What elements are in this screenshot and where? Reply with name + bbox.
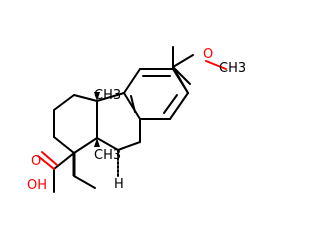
wedge (94, 138, 100, 147)
bond (96, 92, 125, 102)
bond (53, 136, 75, 154)
bond-carbonyl-second (41, 151, 58, 166)
hydroxyl-atom-label: OH (27, 178, 47, 193)
bond-hash (73, 175, 96, 189)
carbonyl-oxygen-label: O (31, 154, 41, 169)
bond (73, 137, 98, 154)
bond-double-inner (163, 94, 178, 114)
bond (123, 68, 141, 94)
molecule-canvas: O CH3 OH O H CH3 CH3 (27, 46, 247, 193)
methyl-wedges (72, 92, 100, 189)
bond (172, 66, 191, 85)
hydrogen-atom-label: H (114, 177, 124, 192)
bond (53, 152, 75, 170)
methyl-label: CH3 (94, 148, 121, 163)
bond (73, 94, 98, 102)
bond-o-methyl (205, 60, 227, 70)
bond (172, 66, 189, 94)
oxygen-atom-label: O (203, 47, 213, 62)
structure-diagram: O CH3 OH O H CH3 CH3 (27, 46, 246, 193)
side-group (172, 46, 227, 94)
bond (172, 54, 194, 68)
bond (117, 141, 141, 151)
methyl-label: CH3 (94, 88, 121, 103)
methyl-atom-label: CH3 (219, 61, 246, 76)
wedge (94, 92, 100, 101)
bond (169, 92, 189, 120)
carboxylic-acid (37, 151, 75, 193)
bond-double-inner (130, 95, 136, 113)
bond-carbonyl (37, 155, 55, 170)
saturated-rings (53, 92, 141, 154)
bond (96, 137, 119, 151)
bond (123, 92, 141, 120)
bond (53, 94, 75, 111)
